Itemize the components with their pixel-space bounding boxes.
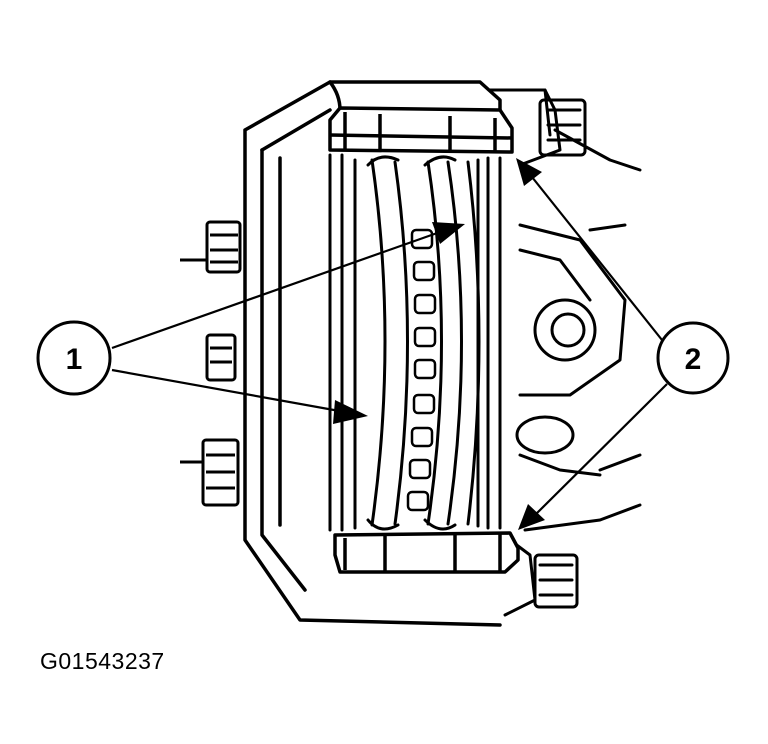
leader-2-lower bbox=[529, 383, 668, 521]
callout-2-label: 2 bbox=[685, 343, 702, 376]
leader-2-upper bbox=[527, 171, 663, 341]
mounting-bracket bbox=[488, 88, 642, 617]
left-bolts bbox=[180, 220, 242, 507]
arrowheads bbox=[333, 158, 545, 530]
callout-2: 2 bbox=[656, 321, 730, 395]
brake-pads bbox=[328, 153, 502, 532]
leader-lines bbox=[111, 171, 668, 521]
leader-1-lower bbox=[111, 368, 346, 414]
lower-pad-pin bbox=[333, 531, 520, 574]
arrowhead-2-upper bbox=[516, 158, 542, 186]
callout-1: 1 bbox=[36, 320, 112, 396]
leader-1-upper bbox=[111, 230, 441, 350]
arrowhead-2-lower bbox=[518, 504, 545, 530]
arrowhead-1-lower bbox=[333, 400, 368, 424]
upper-pad-pin bbox=[328, 106, 514, 154]
rotor-vents bbox=[406, 228, 437, 512]
figure-id: G01543237 bbox=[40, 648, 165, 674]
arrowhead-1-upper bbox=[432, 222, 465, 244]
callout-1-label: 1 bbox=[66, 343, 83, 376]
